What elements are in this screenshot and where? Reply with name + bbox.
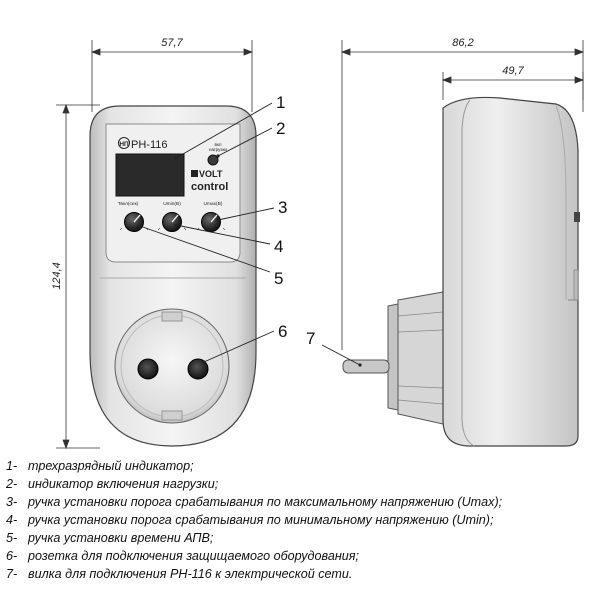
brand-top: VOLT xyxy=(199,169,223,179)
knob-label-umax: Umax(В) xyxy=(204,201,223,207)
side-body-value: 49,7 xyxy=(502,65,524,77)
svg-text:НП: НП xyxy=(119,141,129,148)
umin-knob[interactable] xyxy=(162,212,182,232)
three-digit-display xyxy=(115,153,185,197)
callout-2: 2 xyxy=(276,119,285,138)
callout-7: 7 xyxy=(306,329,315,348)
socket-hole-right xyxy=(187,358,209,380)
callout-3: 3 xyxy=(278,198,287,217)
output-socket xyxy=(114,308,230,424)
device-drawing: 57,7 124,4 НП PH-116 вкл нагрузки xyxy=(51,37,585,450)
front-width-value: 57,7 xyxy=(161,37,183,49)
brand-logo: VOLT control xyxy=(191,169,228,193)
device-logo: НП xyxy=(118,137,130,149)
side-total-value: 86,2 xyxy=(452,37,473,49)
legend-item: 3-ручка установки порога срабатывания по… xyxy=(6,495,503,509)
knob-label-time: Твкл(сек) xyxy=(118,201,139,207)
legend-item: 4-ручка установки порога срабатывания по… xyxy=(6,513,494,527)
side-view: 86,2 49,7 xyxy=(306,37,585,447)
front-height-dimension xyxy=(56,103,100,450)
legend-item: 6-розетка для подключения защищаемого об… xyxy=(6,549,359,563)
side-body-dimension xyxy=(441,72,585,100)
side-body xyxy=(442,96,579,447)
front-width-dimension xyxy=(90,40,254,112)
socket-hole-left xyxy=(137,358,159,380)
front-leader-lines xyxy=(139,102,275,363)
model-label: PH-116 xyxy=(131,139,167,151)
umax-knob[interactable] xyxy=(201,212,221,232)
callout-4: 4 xyxy=(274,237,283,256)
front-view: 57,7 124,4 НП PH-116 вкл нагрузки xyxy=(51,37,287,450)
callout-7-leader xyxy=(321,344,361,366)
legend-item: 2-индикатор включения нагрузки; xyxy=(6,477,219,491)
callout-6: 6 xyxy=(278,322,287,341)
legend-list: 1-трехразрядный индикатор; 2-индикатор в… xyxy=(6,457,596,583)
led-label-top: вкл xyxy=(214,142,221,147)
led-label-bottom: нагрузки xyxy=(209,147,227,152)
knob-label-umin: Umin(В) xyxy=(163,201,181,207)
front-height-value: 124,4 xyxy=(51,262,63,290)
side-plug xyxy=(342,291,444,425)
load-led xyxy=(207,154,219,166)
plug-pin xyxy=(342,359,390,374)
callout-5: 5 xyxy=(274,269,283,288)
time-knob[interactable] xyxy=(124,212,144,232)
callout-1: 1 xyxy=(276,93,285,112)
legend-item: 5-ручка установки времени АПВ; xyxy=(6,531,214,545)
legend-item: 1-трехразрядный индикатор; xyxy=(6,459,194,473)
brand-bottom: control xyxy=(191,181,228,193)
legend-item: 7-вилка для подключения РН-116 к электри… xyxy=(6,567,353,581)
